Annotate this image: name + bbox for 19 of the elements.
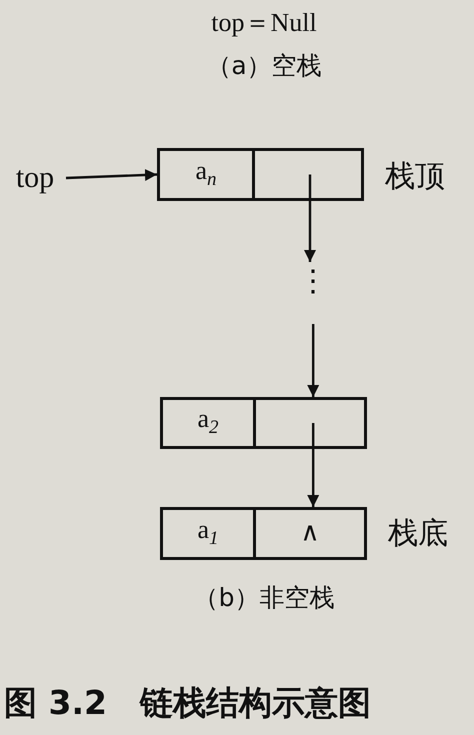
element-value: a$_{1}$ (197, 516, 219, 548)
arrow (304, 174, 316, 262)
stack-top-label: 栈顶 (385, 162, 445, 192)
pointer-label: top (6, 162, 64, 194)
expression-label: top＝Null (211, 10, 317, 36)
list-node-box (157, 148, 364, 201)
list-node-box (160, 397, 367, 449)
element-value: a$_{n}$ (195, 157, 217, 189)
arrow (66, 168, 158, 181)
arrow (307, 324, 320, 397)
figure-caption: 图 3.2 链栈结构示意图 (4, 686, 371, 719)
subfigure-label: （a）空栈 (206, 53, 322, 78)
element-value: a$_{2}$ (197, 406, 219, 438)
subfigure-label: （b）非空栈 (194, 585, 334, 610)
ellipsis: ⋮ (298, 262, 322, 302)
arrow (307, 423, 320, 507)
stack-bottom-label: 栈底 (388, 519, 448, 549)
list-node-box (160, 507, 367, 560)
null-pointer-symbol: ∧ (300, 519, 320, 546)
